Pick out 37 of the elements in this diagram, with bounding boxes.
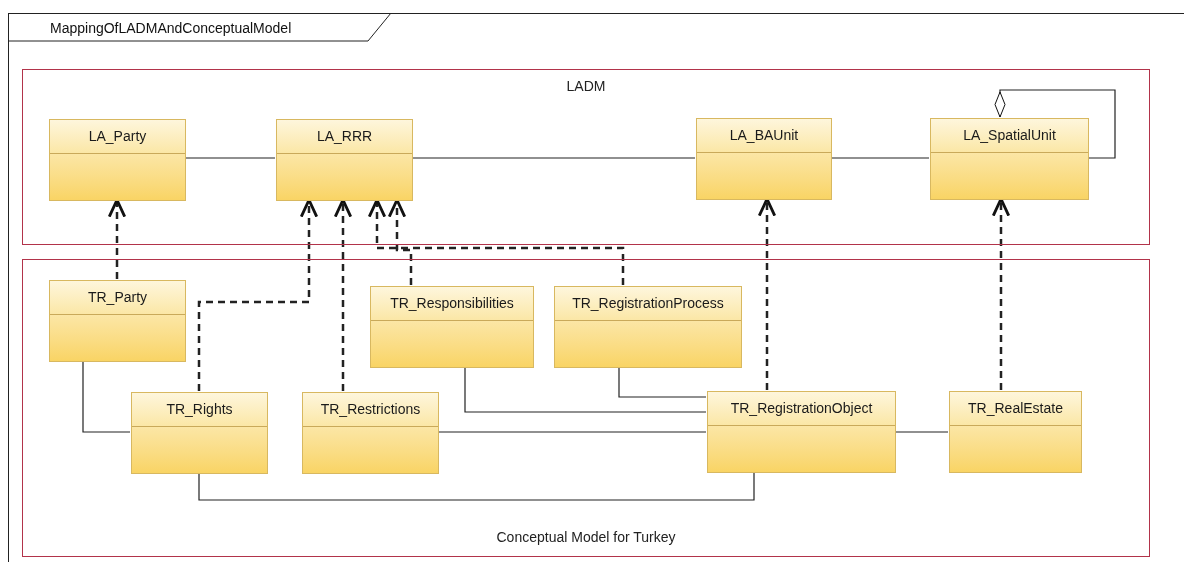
package-frame — [22, 259, 1150, 557]
class-name: LA_BAUnit — [729, 126, 799, 145]
class-box — [696, 118, 832, 200]
class-box — [930, 118, 1089, 200]
class-name: LA_RRR — [316, 127, 373, 146]
package-frame — [22, 69, 1150, 245]
association-line — [894, 431, 949, 433]
aggregation-line — [994, 89, 1116, 159]
class-box — [276, 119, 413, 201]
association-line — [184, 157, 276, 159]
class-name: TR_Party — [87, 288, 148, 307]
class-box — [707, 391, 896, 473]
class-name: TR_Restrictions — [320, 400, 421, 419]
association-line — [411, 157, 696, 159]
class-box — [49, 119, 186, 201]
class-name: TR_Rights — [166, 400, 233, 419]
class-name: TR_RealEstate — [968, 399, 1063, 418]
class-box — [554, 286, 742, 368]
association-line — [82, 360, 131, 433]
package-label: Conceptual Model for Turkey — [495, 528, 677, 547]
diagram-title: MappingOfLADMAndConceptualModel — [50, 19, 292, 38]
class-name: LA_Party — [88, 127, 147, 146]
class-box — [949, 391, 1082, 473]
class-box — [49, 280, 186, 362]
association-line — [198, 471, 755, 501]
package-label: LADM — [565, 77, 607, 96]
class-box — [302, 392, 439, 474]
association-line — [437, 431, 707, 433]
association-line — [618, 366, 707, 398]
class-name: TR_RegistrationObject — [730, 399, 873, 418]
class-name: TR_RegistrationProcess — [572, 294, 724, 313]
class-box — [131, 392, 268, 474]
class-box — [370, 286, 534, 368]
class-name: LA_SpatialUnit — [963, 126, 1056, 145]
class-name: TR_Responsibilities — [390, 294, 514, 313]
association-line — [830, 157, 930, 159]
association-line — [464, 366, 707, 413]
